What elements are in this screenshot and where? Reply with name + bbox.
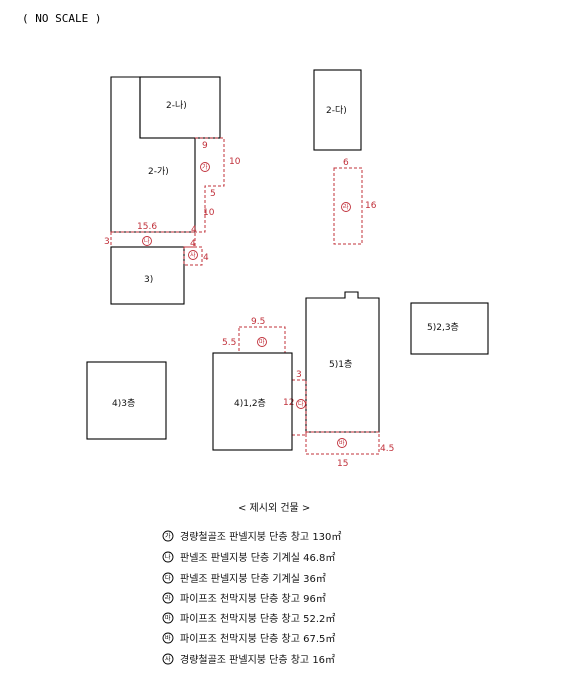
legend-ba-icon xyxy=(162,632,174,644)
mark-ma-icon xyxy=(257,337,267,347)
dim-ga-top: 9 xyxy=(202,141,208,151)
extension-ba xyxy=(305,431,380,455)
legend-item-ra: 라 파이프조 천막지붕 단층 창고 96㎡ xyxy=(162,592,326,605)
extension-sa xyxy=(183,246,203,266)
extension-ra xyxy=(333,167,363,245)
svg-text:나: 나 xyxy=(165,553,171,561)
legend-sa-text: 경량철골조 판넬지붕 단층 창고 16㎡ xyxy=(180,653,335,666)
building-4-3f xyxy=(86,361,167,440)
legend-ga-text: 경량철골조 판넬지붕 단층 창고 130㎡ xyxy=(180,530,341,543)
dim-da-side: 12 xyxy=(283,398,294,408)
building-5-1f-label: 5)1층 xyxy=(329,359,352,370)
dim-ga-lower: 10 xyxy=(203,208,215,218)
legend-da-text: 판넬조 판넬지붕 단층 기계실 36㎡ xyxy=(180,573,326,585)
building-4-1-2f xyxy=(212,352,293,451)
building-2na-label: 2-나) xyxy=(166,100,187,111)
building-4-1-2f-label: 4)1,2층 xyxy=(234,398,266,409)
dim-ma-top: 9.5 xyxy=(251,317,265,327)
svg-text:다: 다 xyxy=(165,574,171,582)
building-2na xyxy=(139,76,221,139)
extension-ga xyxy=(195,137,225,233)
legend-item-ma: 마 파이프조 천막지붕 단층 창고 52.2㎡ xyxy=(162,612,335,625)
legend-item-na: 나 판넬조 판넬지붕 단층 기계실 46.8㎡ xyxy=(162,551,335,564)
building-2da xyxy=(313,69,362,151)
legend-title: < 제시외 건물 > xyxy=(238,502,310,514)
svg-text:바: 바 xyxy=(165,634,171,642)
legend-ga-icon xyxy=(162,530,174,542)
svg-text:라: 라 xyxy=(165,594,171,602)
legend-ra-icon xyxy=(162,592,174,604)
mark-ba: 바 xyxy=(339,439,345,447)
mark-ra-icon xyxy=(341,202,351,212)
building-2ga-label: 2-가) xyxy=(148,166,169,177)
dim-sa-side: 4 xyxy=(203,253,209,263)
legend-sa-icon xyxy=(162,653,174,665)
mark-ga-icon xyxy=(200,162,210,172)
legend-da-icon xyxy=(162,572,174,584)
svg-text:사: 사 xyxy=(165,655,171,663)
building-5-2-3f xyxy=(410,302,489,355)
dim-da-top: 3 xyxy=(296,370,302,380)
svg-text:마: 마 xyxy=(165,614,171,622)
building-2da-label: 2-다) xyxy=(326,105,347,116)
legend-ma-icon xyxy=(162,612,174,624)
dim-ra-side: 16 xyxy=(365,201,377,211)
dim-na-left: 3 xyxy=(104,237,110,247)
dim-ma-side: 5.5 xyxy=(222,338,236,348)
svg-text:가: 가 xyxy=(165,532,171,540)
mark-ba-icon xyxy=(337,438,347,448)
legend-item-da: 다 판넬조 판넬지붕 단층 기계실 36㎡ xyxy=(162,572,326,585)
mark-na: 나 xyxy=(144,237,150,245)
extension-na xyxy=(110,231,196,248)
mark-na-icon xyxy=(142,236,152,246)
dim-na-width: 15.6 xyxy=(137,222,157,232)
scale-note: ( NO SCALE ) xyxy=(22,12,101,25)
legend-item-ga: 가 경량철골조 판넬지붕 단층 창고 130㎡ xyxy=(162,530,341,543)
dim-ga-step: 5 xyxy=(210,189,216,199)
mark-ra: 라 xyxy=(343,203,349,211)
dim-na-right: 4 xyxy=(191,225,197,235)
building-5-2-3f-label: 5)2,3층 xyxy=(427,322,459,333)
legend-item-ba: 바 파이프조 천막지붕 단층 창고 67.5㎡ xyxy=(162,632,335,645)
dim-ba-bottom: 15 xyxy=(337,459,348,469)
building-3 xyxy=(110,246,185,305)
dim-ra-top: 6 xyxy=(343,158,349,168)
legend-ma-text: 파이프조 천막지붕 단층 창고 52.2㎡ xyxy=(180,613,335,625)
mark-sa-icon xyxy=(188,250,198,260)
mark-ma: 마 xyxy=(259,338,265,346)
mark-da-icon xyxy=(296,399,306,409)
building-5-1f xyxy=(305,291,380,433)
dim-ba-side: 4.5 xyxy=(380,444,394,454)
building-3-label: 3) xyxy=(144,275,153,285)
legend-ra-text: 파이프조 천막지붕 단층 창고 96㎡ xyxy=(180,593,326,605)
mark-ga: 가 xyxy=(202,163,208,171)
dim-ga-side: 10 xyxy=(229,157,241,167)
legend-item-sa: 사 경량철골조 판넬지붕 단층 창고 16㎡ xyxy=(162,653,335,666)
legend-ba-text: 파이프조 천막지붕 단층 창고 67.5㎡ xyxy=(180,633,335,645)
dim-sa-top: 4 xyxy=(190,239,196,249)
legend-na-text: 판넬조 판넬지붕 단층 기계실 46.8㎡ xyxy=(180,552,335,564)
building-4-3f-label: 4)3층 xyxy=(112,398,135,409)
legend-na-icon xyxy=(162,551,174,563)
mark-sa: 사 xyxy=(190,251,196,259)
mark-da: 다 xyxy=(298,400,304,408)
